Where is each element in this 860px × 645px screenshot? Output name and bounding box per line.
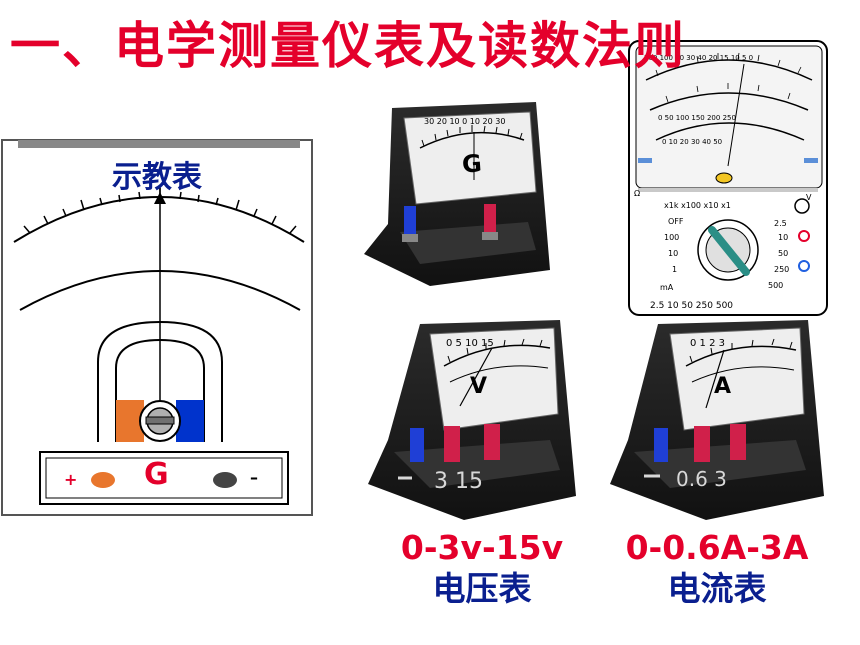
ammeter-terminals: 0.6 3 bbox=[676, 467, 727, 491]
galvanometer-letter: G bbox=[461, 149, 483, 179]
svg-text:10: 10 bbox=[668, 249, 678, 258]
ammeter-name-caption: 电流表 bbox=[667, 569, 767, 608]
minus-sign: – bbox=[250, 468, 258, 487]
svg-text:500: 500 bbox=[768, 281, 783, 290]
voltmeter-scale-text: 0 5 10 15 bbox=[446, 338, 494, 349]
negative-terminal bbox=[213, 472, 237, 488]
svg-text:250: 250 bbox=[774, 265, 789, 274]
selector-text: x1k x100 x10 x1 bbox=[664, 201, 731, 210]
svg-text:Ω: Ω bbox=[634, 189, 640, 198]
svg-text:100: 100 bbox=[664, 233, 679, 242]
voltmeter-range-caption: 0-3v-15v bbox=[400, 528, 564, 567]
demo-meter-letter: G bbox=[144, 457, 169, 492]
plus-sign: + bbox=[64, 470, 78, 489]
galvanometer-image: 30 20 10 0 10 20 30 bbox=[364, 102, 550, 286]
slide-title: 一、电学测量仪表及读数法则 bbox=[10, 17, 686, 75]
svg-text:2.5: 2.5 bbox=[774, 219, 787, 228]
bottom-scale: 2.5 10 50 250 500 bbox=[650, 301, 733, 311]
svg-text:10: 10 bbox=[778, 233, 788, 242]
multimeter-red-jack bbox=[798, 230, 810, 242]
galv-scale-labels: 30 20 10 0 10 20 30 bbox=[424, 117, 505, 126]
svg-text:1: 1 bbox=[672, 265, 677, 274]
ammeter-scale-text: 0 1 2 3 bbox=[690, 338, 725, 349]
svg-text:50: 50 bbox=[778, 249, 788, 258]
demo-meter-label: 示教表 bbox=[112, 160, 202, 195]
ammeter-letter: A bbox=[714, 374, 732, 399]
svg-text:mA: mA bbox=[660, 283, 674, 292]
voltmeter-letter: V bbox=[470, 374, 488, 399]
voltmeter-image: 0 5 10 15 3 15 bbox=[368, 320, 576, 520]
ammeter-image: 0 1 2 3 0.6 3 bbox=[610, 320, 824, 520]
ohm-scale-text: 500 100 50 30 40 20 15 10 5 0 bbox=[644, 54, 753, 62]
positive-terminal bbox=[91, 472, 115, 488]
voltmeter-name-caption: 电压表 bbox=[432, 569, 532, 608]
svg-text:V: V bbox=[806, 193, 812, 202]
demo-meter bbox=[1, 139, 313, 516]
ammeter-range-caption: 0-0.6A-3A bbox=[625, 528, 809, 567]
svg-text:OFF: OFF bbox=[668, 217, 684, 226]
svg-text:0 10 20 30 40 50: 0 10 20 30 40 50 bbox=[662, 138, 722, 146]
voltmeter-terminals: 3 15 bbox=[434, 469, 483, 494]
multimeter-blue-jack bbox=[798, 260, 810, 272]
dc-scale-text: 0 50 100 150 200 250 bbox=[658, 114, 736, 122]
multimeter-image: 500 100 50 30 40 20 15 10 5 0 0 50 100 1… bbox=[628, 40, 828, 316]
